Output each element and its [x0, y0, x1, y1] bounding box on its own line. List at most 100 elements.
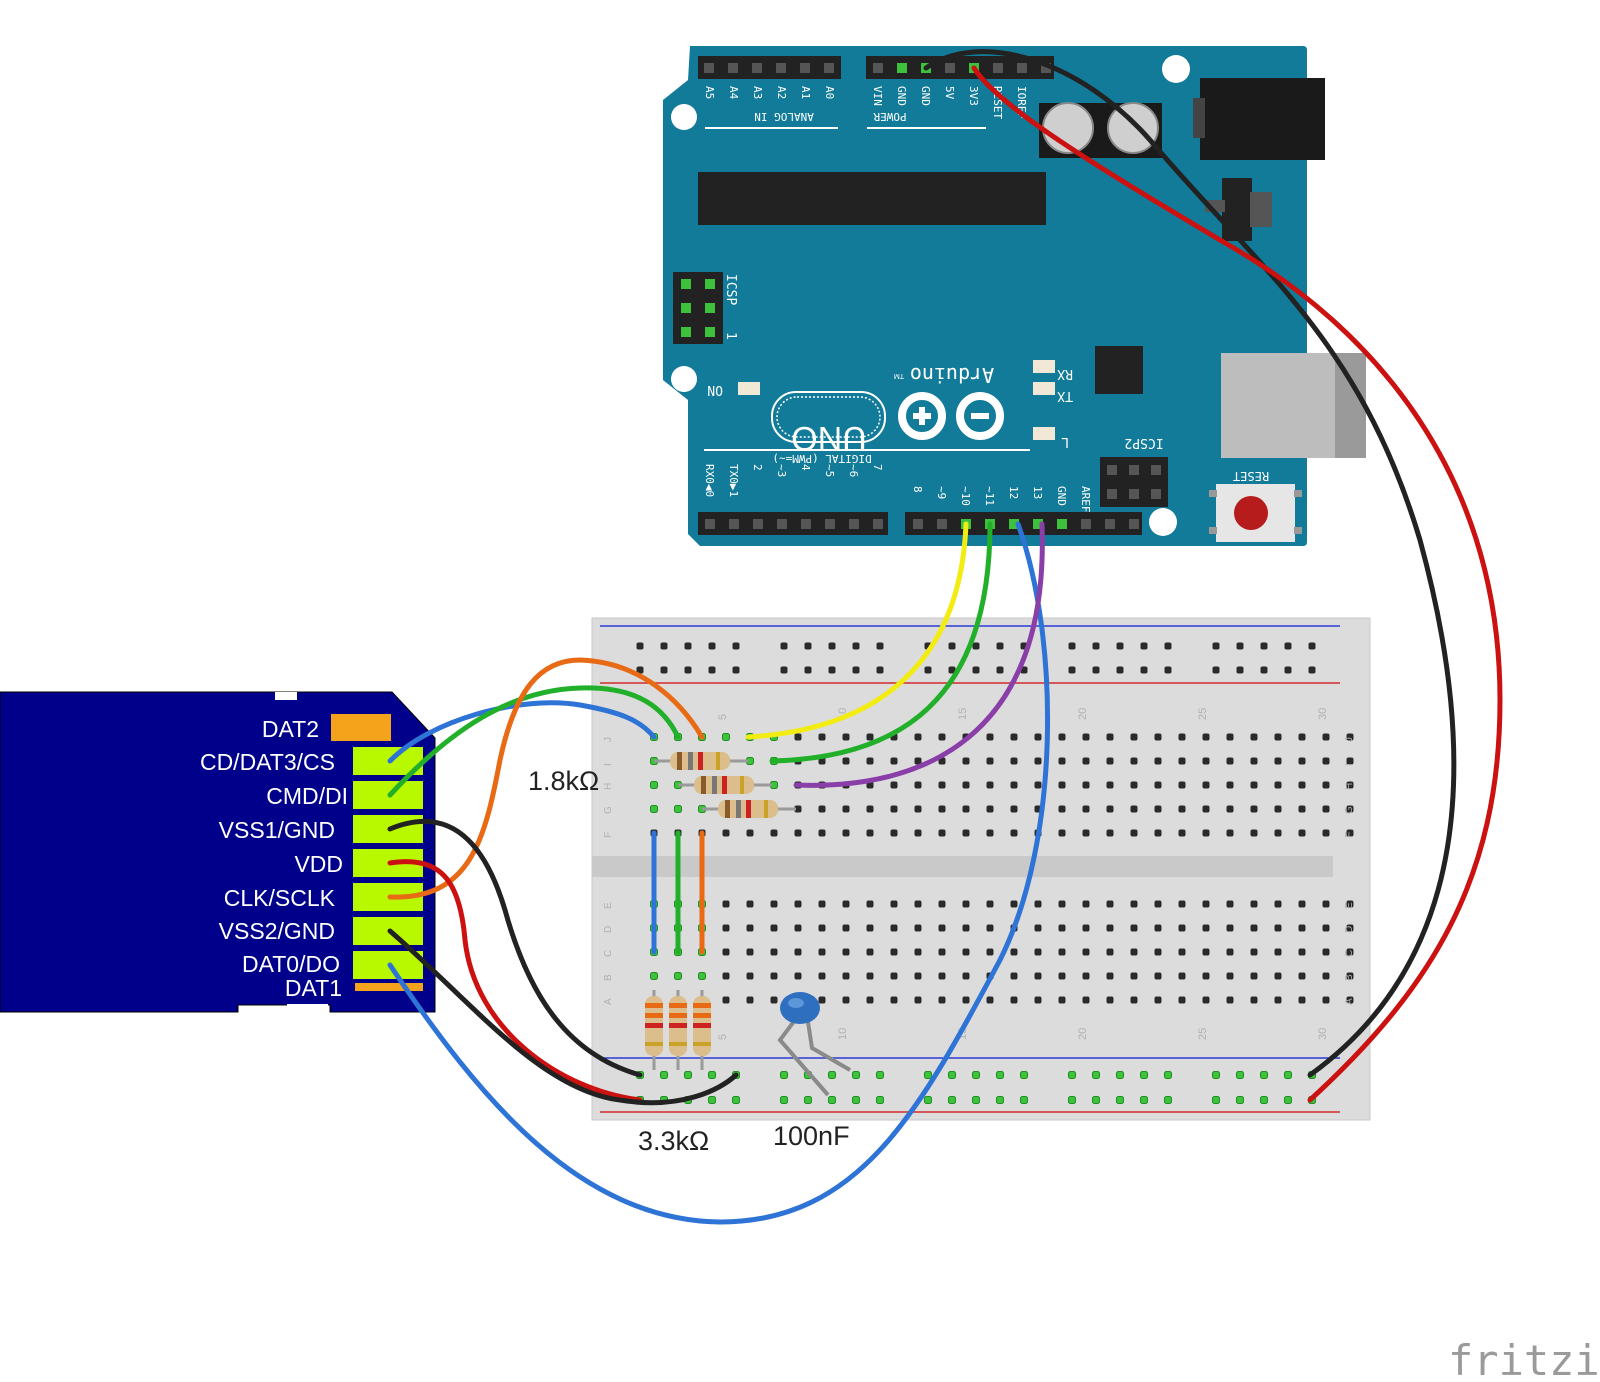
breadboard-hole — [938, 805, 946, 813]
breadboard-hole — [1058, 733, 1066, 741]
breadboard-hole — [866, 829, 874, 837]
breadboard-hole — [1250, 996, 1258, 1004]
breadboard-hole — [1178, 972, 1186, 980]
reset-button[interactable] — [1209, 484, 1302, 542]
breadboard-hole — [986, 829, 994, 837]
breadboard-hole — [962, 996, 970, 1004]
row-letter-a: A — [603, 998, 614, 1005]
breadboard-hole — [890, 781, 898, 789]
row-letter-d-right: D — [1344, 926, 1355, 933]
row-letter-h: H — [603, 783, 614, 790]
breadboard-hole — [1082, 757, 1090, 765]
breadboard-hole — [914, 733, 922, 741]
breadboard-hole — [1082, 972, 1090, 980]
rail-hole — [1164, 642, 1172, 650]
rail-hole — [828, 1071, 836, 1079]
rail-hole — [1236, 1096, 1244, 1104]
rail-hole — [1212, 666, 1220, 674]
wire-green-pin11 — [769, 521, 993, 764]
digital-pin-label: ~10 — [959, 486, 972, 506]
breadboard-hole — [842, 733, 850, 741]
breadboard-hole — [1034, 900, 1042, 908]
mounting-hole — [1149, 508, 1177, 536]
breadboard-hole — [746, 996, 754, 1004]
breadboard-hole — [1034, 996, 1042, 1004]
sd-card: DAT2 CD/DAT3/CS CMD/DI VSS1/GND VDD CLK/… — [0, 691, 436, 1014]
digital-pin-label: TX0▶1 — [727, 464, 740, 497]
breadboard-hole — [1322, 900, 1330, 908]
rail-hole — [1164, 1071, 1172, 1079]
breadboard-hole — [1298, 900, 1306, 908]
breadboard-hole — [1226, 829, 1234, 837]
sd-pin-label-di: CMD/DI — [266, 783, 348, 809]
resistor-3k3 — [669, 990, 687, 1070]
breadboard-hole — [914, 996, 922, 1004]
col-number-25-bottom: 25 — [1197, 1028, 1209, 1040]
icsp2-pin — [1107, 489, 1117, 499]
rail-hole — [708, 1071, 716, 1079]
breadboard-hole — [818, 733, 826, 741]
breadboard-hole — [914, 757, 922, 765]
breadboard-hole — [1154, 948, 1162, 956]
row-letter-g: G — [603, 806, 614, 814]
header-pin — [1057, 519, 1067, 529]
header-pin — [704, 63, 714, 73]
header-pin — [752, 63, 762, 73]
rail-hole — [660, 642, 668, 650]
breadboard-hole — [938, 948, 946, 956]
analog-pin-label: A4 — [727, 86, 740, 100]
breadboard-hole — [722, 996, 730, 1004]
breadboard-hole — [1154, 996, 1162, 1004]
breadboard-hole — [1346, 829, 1354, 837]
mounting-hole — [671, 104, 697, 130]
breadboard-hole — [794, 733, 802, 741]
breadboard-hole — [722, 733, 730, 741]
resistor-3k3-group — [645, 990, 711, 1070]
arduino-brand-label: Arduino — [910, 363, 994, 387]
breadboard-hole — [1058, 996, 1066, 1004]
breadboard-hole — [1130, 757, 1138, 765]
breadboard-hole — [842, 924, 850, 932]
header-pin — [824, 63, 834, 73]
breadboard-hole — [1010, 948, 1018, 956]
breadboard-hole — [1106, 829, 1114, 837]
rail-hole — [1236, 666, 1244, 674]
l-label: L — [1061, 434, 1069, 449]
breadboard-hole — [1250, 972, 1258, 980]
row-letter-b-right: B — [1344, 974, 1355, 981]
breadboard-hole — [722, 829, 730, 837]
breadboard-hole — [1130, 829, 1138, 837]
power-pin-label: GND — [919, 86, 932, 106]
power-header — [866, 56, 1054, 79]
breadboard-hole — [890, 900, 898, 908]
breadboard-hole — [962, 829, 970, 837]
breadboard-hole — [1034, 924, 1042, 932]
breadboard-hole — [1178, 948, 1186, 956]
breadboard-hole — [1346, 805, 1354, 813]
breadboard-hole — [650, 805, 658, 813]
arduino-logo — [771, 391, 1004, 443]
rail-hole — [636, 666, 644, 674]
breadboard-hole — [722, 972, 730, 980]
rail-hole — [1284, 642, 1292, 650]
breadboard-hole — [1346, 757, 1354, 765]
bottom-header-pins — [705, 519, 1139, 529]
breadboard-hole — [1106, 996, 1114, 1004]
sd-notch — [287, 1004, 328, 1014]
breadboard-hole — [1130, 948, 1138, 956]
rail-hole — [1308, 666, 1316, 674]
col-number-15-top: 15 — [957, 708, 969, 720]
rail-hole — [948, 1071, 956, 1079]
row-letter-e: E — [603, 902, 614, 909]
breadboard-hole — [1082, 805, 1090, 813]
top-header-pins — [704, 63, 1051, 73]
breadboard-hole — [1130, 733, 1138, 741]
icsp-pins — [681, 279, 715, 337]
breadboard-hole — [1274, 757, 1282, 765]
on-label: ON — [707, 382, 723, 397]
on-led — [738, 382, 760, 395]
row-letter-j: J — [603, 737, 614, 742]
infinity-symbol — [898, 392, 1004, 440]
breadboard-hole — [1250, 829, 1258, 837]
